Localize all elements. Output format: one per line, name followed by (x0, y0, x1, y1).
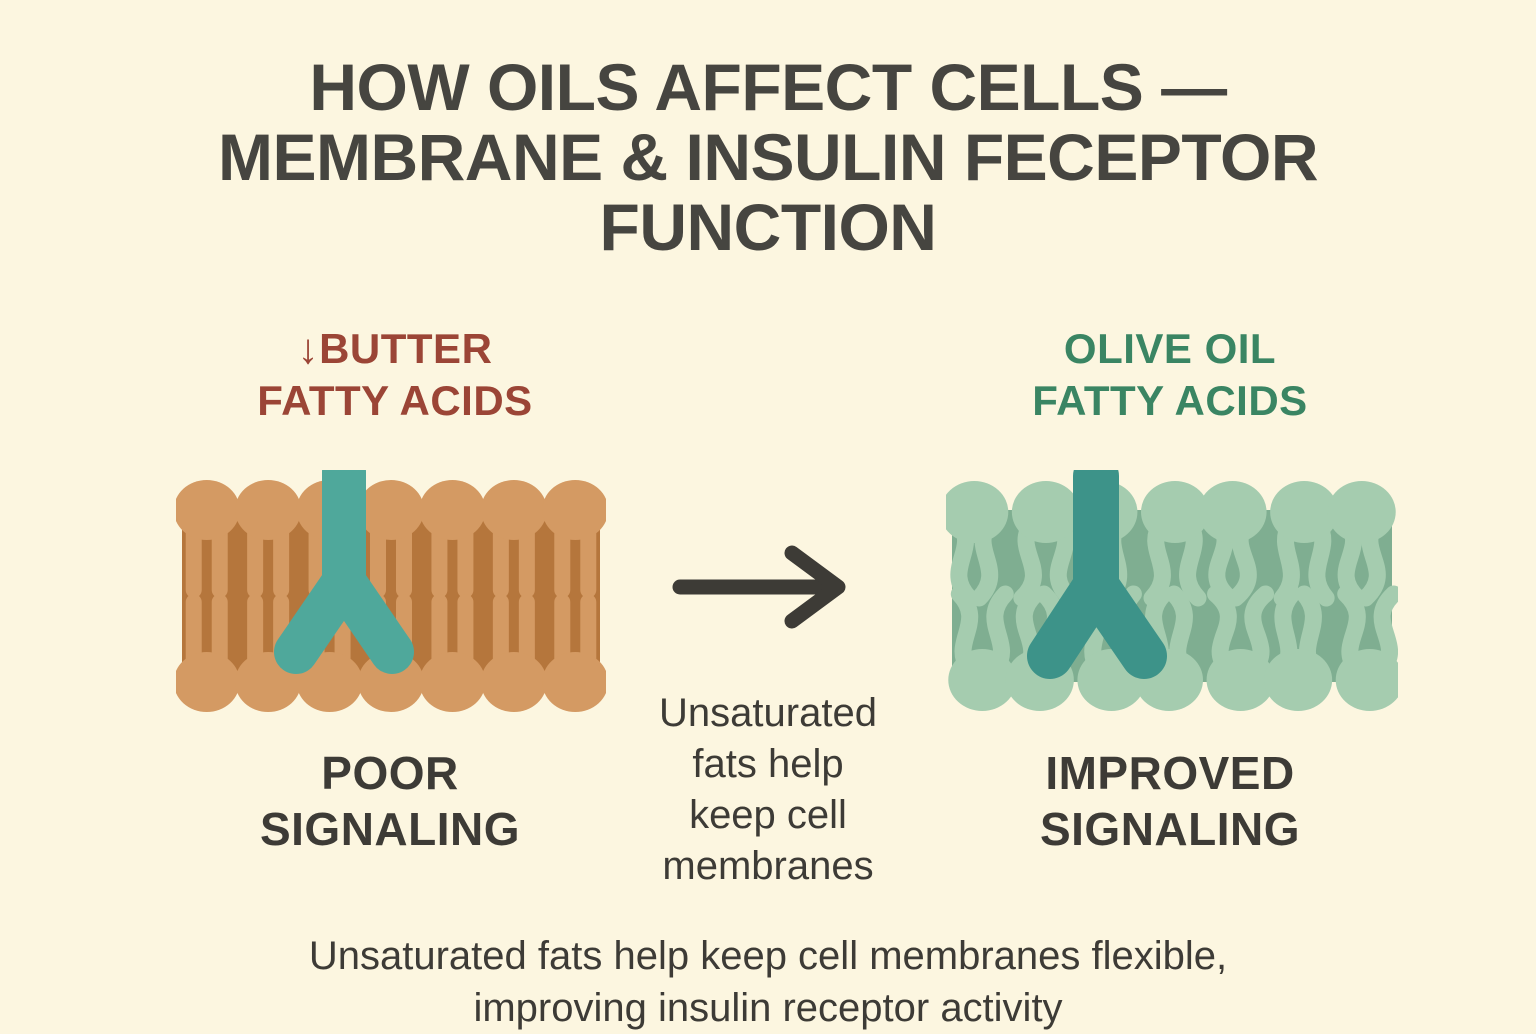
right-panel-caption-line1: IMPROVED (1045, 747, 1295, 799)
left-panel-caption-line2: SIGNALING (259, 803, 521, 855)
phospholipid-head (235, 480, 302, 540)
right-panel-label-line1: OLIVE OIL (1063, 325, 1277, 372)
phospholipid-head (946, 481, 1009, 543)
middle-caption-line2: fats help (692, 742, 844, 786)
insulin-receptor-protein-right (1027, 470, 1167, 679)
transition-arrow (672, 545, 856, 629)
footer-line2: improving insulin receptor activity (473, 986, 1063, 1030)
phospholipid-head (480, 480, 547, 540)
fatty-acid-tail-straight (211, 522, 228, 598)
middle-caption: Unsaturated fats help keep cell membrane… (648, 688, 888, 892)
membrane-diagram-olive-oil (946, 470, 1398, 722)
fatty-acid-tail-straight (247, 522, 264, 598)
right-panel-label: OLIVE OIL FATTY ACIDS (905, 323, 1435, 427)
fatty-acid-tail-straight (554, 594, 571, 670)
phospholipid-head (480, 652, 547, 712)
left-panel-label-line2: FATTY ACIDS (257, 377, 533, 424)
phospholipid-head (419, 652, 486, 712)
phospholipid-head (1011, 481, 1080, 543)
fatty-acid-tail-straight (457, 594, 474, 670)
phospholipid-head (1335, 649, 1398, 711)
footer-caption: Unsaturated fats help keep cell membrane… (168, 930, 1368, 1034)
fatty-acid-tail-straight (396, 522, 412, 598)
fatty-acid-tail-straight (273, 522, 290, 598)
membrane-diagram-butter (176, 470, 606, 722)
phospholipid-head (176, 480, 240, 540)
fatty-acid-tail-straight (185, 522, 202, 598)
fatty-acid-tail-straight (211, 594, 228, 670)
fatty-acid-tail-straight (518, 522, 535, 598)
middle-caption-line4: membranes (662, 844, 874, 888)
left-panel-label-line1: BUTTER (319, 325, 493, 372)
phospholipid-head (542, 652, 606, 712)
fatty-acid-tail-straight (580, 522, 597, 598)
middle-caption-line1: Unsaturated (659, 691, 877, 735)
phospholipid-head (1327, 481, 1396, 543)
page-title: HOW OILS AFFECT CELLS — MEMBRANE & INSUL… (218, 50, 1319, 264)
right-arrow-icon (672, 545, 846, 629)
phospholipid-head (358, 480, 424, 540)
phospholipid-head (1198, 481, 1267, 543)
fatty-acid-tail-straight (431, 594, 448, 670)
phospholipid-head (948, 649, 1017, 711)
left-panel-caption-line1: POOR (321, 747, 459, 799)
middle-caption-line3: keep cell (689, 793, 847, 837)
phospholipid-head (419, 480, 486, 540)
membrane-svg-butter (176, 470, 606, 712)
fatty-acid-tail-straight (518, 594, 535, 670)
down-arrow-icon: ↓ (297, 325, 320, 372)
fatty-acid-tail-straight (247, 594, 264, 670)
fatty-acid-tail-straight (457, 522, 474, 598)
membrane-svg-olive-oil (946, 470, 1398, 711)
phospholipid-head (176, 652, 240, 712)
fatty-acid-tail-straight (492, 594, 509, 670)
phospholipid-head (1141, 481, 1209, 543)
right-panel-caption-line2: SIGNALING (1039, 803, 1301, 855)
fatty-acid-tail-straight (370, 522, 386, 598)
phospholipid-head (1206, 649, 1275, 711)
right-panel-label-line2: FATTY ACIDS (1032, 377, 1308, 424)
left-panel-caption: POOR SIGNALING (165, 745, 615, 857)
footer-line1: Unsaturated fats help keep cell membrane… (308, 934, 1228, 978)
phospholipid-head (542, 480, 606, 540)
fatty-acid-tail-straight (185, 594, 202, 670)
phospholipid-head (1270, 481, 1339, 543)
phospholipid-head (296, 652, 363, 712)
fatty-acid-tail-straight (580, 594, 597, 670)
fatty-acid-tail-straight (554, 522, 571, 598)
fatty-acid-tail-straight (492, 522, 509, 598)
left-panel-label: ↓BUTTER FATTY ACIDS (150, 323, 640, 427)
insulin-receptor-protein-left (274, 470, 414, 674)
fatty-acid-tail-straight (431, 522, 448, 598)
phospholipid-head (1264, 649, 1333, 711)
right-panel-caption: IMPROVED SIGNALING (940, 745, 1400, 857)
